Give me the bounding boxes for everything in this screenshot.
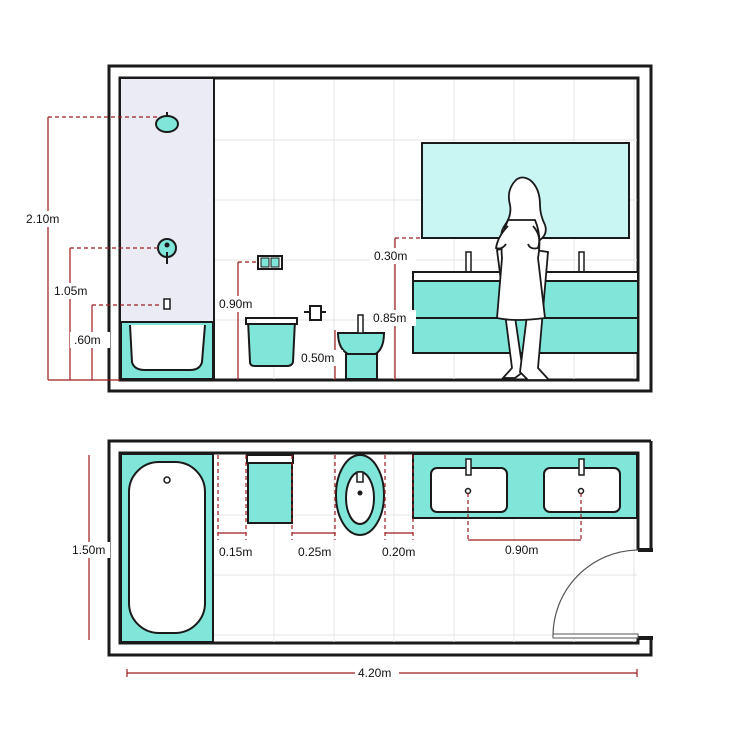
vanity-faucet-left-icon (465, 251, 472, 273)
vanity-faucet-right-icon (578, 251, 585, 273)
bathtub-plan (120, 453, 214, 643)
flush-plate-icon (257, 255, 283, 270)
label-height-mirror-gap: 0.30m (374, 249, 407, 263)
label-height-vanity: 0.85m (373, 311, 406, 325)
plan-view: 1.50m 0.15m 0.25m 0.20m 0.90m 4.20m (68, 439, 653, 681)
bath-tap-icon (163, 298, 171, 310)
bidet-plan (335, 454, 385, 536)
label-gap-toilet-bidet: 0.25m (298, 545, 331, 559)
label-gap-bidet-vanity: 0.20m (382, 545, 415, 559)
person-silhouette (494, 176, 552, 381)
label-room-width: 4.20m (358, 666, 391, 680)
elevation-view: 2.10m 1.05m .60m 0.90m 0.50m 0.30m 0.85m (20, 64, 653, 393)
bathtub-basin-outline (129, 324, 206, 371)
label-height-flush-plate: 0.90m (219, 297, 252, 311)
label-height-tap: .60m (74, 333, 101, 347)
label-height-bidet: 0.50m (301, 351, 334, 365)
shower-mixer-icon (157, 238, 177, 264)
toilet-paper-holder-icon (304, 305, 326, 321)
shower-head-icon (155, 112, 179, 133)
label-height-shower-head: 2.10m (26, 212, 59, 226)
vanity-plan (412, 453, 638, 519)
label-gap-tub-toilet: 0.15m (219, 545, 252, 559)
door-swing-arc (552, 549, 639, 639)
label-height-mixer: 1.05m (54, 284, 87, 298)
label-sink-spacing: 0.90m (505, 543, 538, 557)
plan-outer-wall (107, 439, 653, 657)
toilet-elevation (245, 317, 298, 367)
label-room-depth: 1.50m (72, 543, 105, 557)
bidet-elevation (336, 314, 386, 380)
toilet-plan (246, 454, 294, 524)
